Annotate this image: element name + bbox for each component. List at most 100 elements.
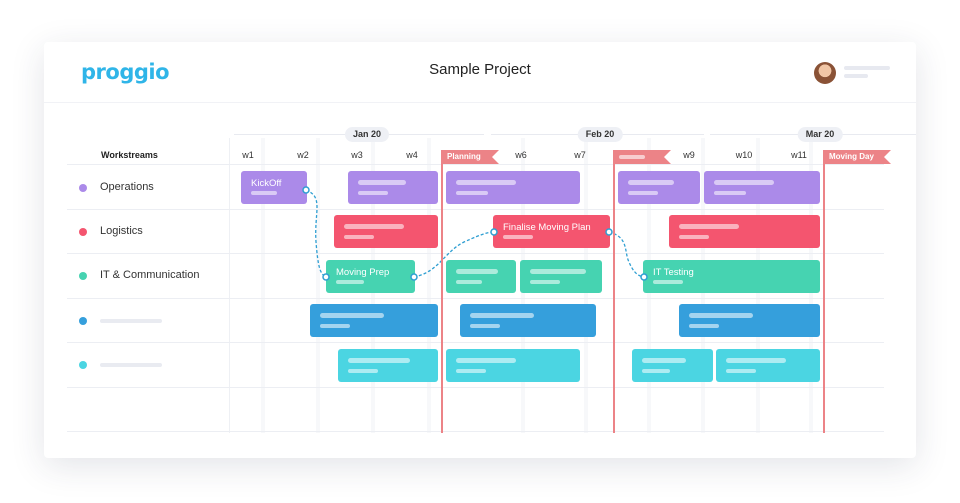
- milestone-flag-moving-day[interactable]: Moving Day: [823, 150, 891, 164]
- project-card: proggio Sample Project Jan 20 Feb 20 Mar…: [44, 42, 916, 458]
- task-placeholder: [456, 180, 516, 185]
- user-name-placeholder: [844, 66, 890, 70]
- week-label: w6: [515, 150, 527, 160]
- task-bar[interactable]: [669, 215, 820, 248]
- user-role-placeholder: [844, 74, 868, 78]
- dependency-node: [605, 228, 613, 236]
- week-label: w7: [574, 150, 586, 160]
- task-label: Moving Prep: [336, 267, 390, 278]
- workstream-color-dot: [79, 317, 87, 325]
- task-bar[interactable]: [446, 349, 580, 382]
- task-bar[interactable]: [520, 260, 602, 293]
- task-placeholder: [456, 191, 488, 195]
- task-label: IT Testing: [653, 267, 694, 278]
- task-placeholder: [530, 269, 586, 274]
- milestone-flag-planning[interactable]: Planning: [441, 150, 499, 164]
- grid-column-line: [316, 138, 320, 433]
- task-bar[interactable]: [618, 171, 700, 204]
- dependency-node: [302, 186, 310, 194]
- task-placeholder: [344, 224, 404, 229]
- task-bar-it-testing[interactable]: IT Testing: [643, 260, 820, 293]
- row-divider: [67, 298, 884, 299]
- dependency-lines: [302, 186, 648, 281]
- task-placeholder: [456, 269, 498, 274]
- week-label: w3: [351, 150, 363, 160]
- task-placeholder: [456, 358, 516, 363]
- week-label: w11: [791, 150, 807, 160]
- task-label: Finalise Moving Plan: [503, 222, 591, 233]
- task-placeholder: [714, 180, 774, 185]
- task-placeholder: [714, 191, 746, 195]
- task-placeholder: [251, 191, 277, 195]
- week-label: w2: [297, 150, 309, 160]
- task-placeholder: [320, 313, 384, 318]
- task-bar[interactable]: [679, 304, 820, 337]
- row-divider: [67, 431, 884, 432]
- task-bar[interactable]: [704, 171, 820, 204]
- task-placeholder: [348, 369, 378, 373]
- task-placeholder: [358, 180, 406, 185]
- avatar[interactable]: [814, 62, 836, 84]
- task-placeholder: [689, 313, 753, 318]
- task-bar[interactable]: [310, 304, 438, 337]
- task-placeholder: [503, 235, 533, 239]
- task-placeholder: [653, 280, 683, 284]
- task-bar[interactable]: [338, 349, 438, 382]
- task-bar[interactable]: [446, 171, 580, 204]
- workstream-label: Logistics: [100, 225, 143, 237]
- row-divider: [67, 342, 884, 343]
- dependency-line: [305, 189, 327, 278]
- task-bar[interactable]: [716, 349, 820, 382]
- grid-divider: [229, 138, 230, 433]
- milestone-line-planning: [441, 150, 443, 433]
- task-placeholder: [456, 369, 486, 373]
- task-placeholder: [642, 358, 686, 363]
- workstreams-header: Workstreams: [101, 150, 158, 160]
- dependency-line: [608, 231, 645, 278]
- dependency-node: [490, 228, 498, 236]
- task-placeholder: [320, 324, 350, 328]
- dependency-node: [640, 273, 648, 281]
- task-placeholder: [358, 191, 388, 195]
- task-placeholder: [470, 324, 500, 328]
- task-placeholder: [679, 224, 739, 229]
- header: proggio Sample Project: [44, 42, 916, 103]
- workstream-label-placeholder: [100, 319, 162, 323]
- task-placeholder: [642, 369, 670, 373]
- week-label: w9: [683, 150, 695, 160]
- month-label: Jan 20: [344, 127, 390, 142]
- task-label: KickOff: [251, 178, 282, 189]
- task-placeholder: [348, 358, 410, 363]
- week-label: w10: [735, 150, 753, 160]
- dependency-node: [410, 273, 418, 281]
- row-divider: [67, 209, 884, 210]
- row-divider: [67, 253, 884, 254]
- workstream-color-dot: [79, 184, 87, 192]
- task-bar[interactable]: [348, 171, 438, 204]
- dependency-line: [413, 231, 495, 278]
- task-placeholder: [628, 191, 658, 195]
- milestone-line-moving-day: [823, 150, 825, 433]
- task-bar[interactable]: [460, 304, 596, 337]
- milestone-flag[interactable]: [613, 150, 671, 164]
- task-bar[interactable]: [446, 260, 516, 293]
- workstream-color-dot: [79, 228, 87, 236]
- gantt-chart: Jan 20 Feb 20 Mar 20 Workstreams w1 w2 w…: [44, 102, 916, 458]
- month-label: Mar 20: [797, 127, 843, 142]
- task-bar-moving-prep[interactable]: Moving Prep: [326, 260, 415, 293]
- workstream-label: IT & Communication: [100, 269, 200, 281]
- task-placeholder: [679, 235, 709, 239]
- task-bar[interactable]: [632, 349, 713, 382]
- task-bar-finalise-moving-plan[interactable]: Finalise Moving Plan: [493, 215, 610, 248]
- task-bar[interactable]: [334, 215, 438, 248]
- grid-column-line: [427, 138, 431, 433]
- grid-column-line: [261, 138, 265, 433]
- task-bar-kickoff[interactable]: KickOff: [241, 171, 307, 204]
- week-label: w1: [242, 150, 254, 160]
- row-divider: [67, 387, 884, 388]
- task-placeholder: [628, 180, 674, 185]
- task-placeholder: [689, 324, 719, 328]
- milestone-label-placeholder: [619, 155, 645, 159]
- workstream-label: Operations: [100, 181, 154, 193]
- app-logo[interactable]: proggio: [81, 60, 170, 84]
